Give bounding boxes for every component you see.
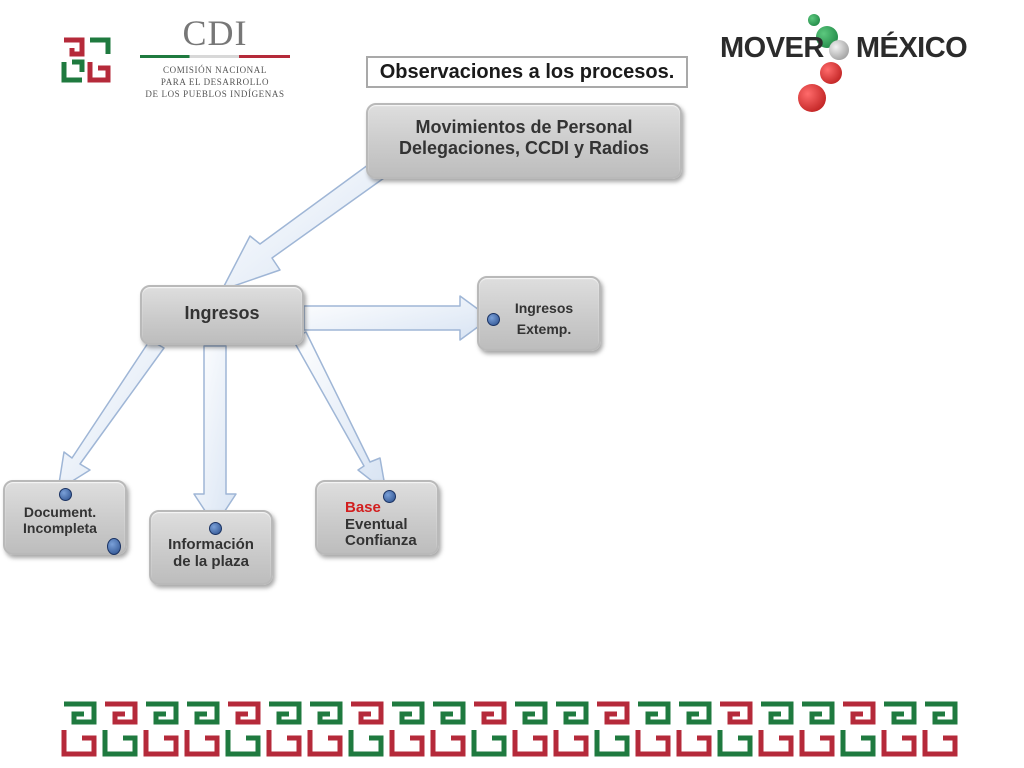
greca-motif (61, 701, 97, 757)
connector-dot (209, 522, 222, 535)
document-line-1: Document. (23, 504, 97, 520)
node-document-incompleta: Document. Incompleta (3, 480, 127, 555)
connector-dot (59, 488, 72, 501)
greca-motif (758, 701, 794, 757)
arrow-movimientos-to-ingresos (221, 161, 385, 291)
greca-motif (348, 701, 384, 757)
cdi-line-2: PARA EL DESARROLLO (160, 77, 270, 87)
cdi-line-3: DE LOS PUEBLOS INDÍGENAS (145, 89, 285, 99)
arrow-ingresos-to-info (193, 345, 237, 527)
node-base-eventual-confianza: Base Eventual Confianza (315, 480, 439, 555)
node-movimientos-de-personal: Movimientos de Personal Delegaciones, CC… (366, 103, 682, 179)
arrow-ingresos-to-base (291, 331, 387, 493)
connector-dot (487, 313, 500, 326)
extemp-line-1: Ingresos (514, 300, 574, 316)
greca-motif (553, 701, 589, 757)
greca-border-decoration (61, 701, 958, 757)
cdi-tricolor-rule (140, 55, 290, 58)
cdi-wordmark: CDI COMISIÓN NACIONAL PARA EL DESARROLLO… (140, 14, 290, 100)
base-line-1: Base (345, 499, 381, 516)
mover-mexico-logo: MOVER MÉXICO (716, 12, 986, 122)
greca-motif (430, 701, 466, 757)
arrow-ingresos-to-extemp (303, 295, 491, 341)
mover-word: MOVER (720, 32, 824, 64)
greca-motif (840, 701, 876, 757)
info-line-1: Información (168, 536, 254, 553)
connector-dot (383, 490, 396, 503)
connector-dot (107, 538, 121, 555)
greca-motif (881, 701, 917, 757)
greca-motif (266, 701, 302, 757)
greca-motif (471, 701, 507, 757)
cdi-abbreviation: CDI (182, 13, 248, 53)
ingresos-label: Ingresos (184, 303, 260, 323)
greca-motif (389, 701, 425, 757)
movimientos-line-1: Movimientos de Personal (415, 117, 633, 137)
greca-motif (717, 701, 753, 757)
greca-motif (922, 701, 958, 757)
node-ingresos-extemp: Ingresos Extemp. (477, 276, 601, 351)
logo-ball-gray (829, 40, 849, 60)
node-informacion-de-la-plaza: Información de la plaza (149, 510, 273, 585)
logo-ball-green-small (808, 14, 820, 26)
info-line-2: de la plaza (173, 553, 249, 571)
greca-motif (676, 701, 712, 757)
arrow-ingresos-to-document (57, 339, 165, 491)
greca-motif (184, 701, 220, 757)
greca-motif (102, 701, 138, 757)
page-title: Observaciones a los procesos. (366, 56, 688, 88)
logo-ball-red-large (798, 84, 826, 112)
greca-motif (799, 701, 835, 757)
cdi-line-1: COMISIÓN NACIONAL (163, 65, 267, 75)
node-ingresos: Ingresos (140, 285, 304, 345)
greca-motif (635, 701, 671, 757)
mexico-word: MÉXICO (855, 32, 968, 64)
base-line-2: Eventual (345, 515, 408, 533)
logo-ball-red (820, 62, 842, 84)
movimientos-line-2: Delegaciones, CCDI y Radios (398, 137, 650, 158)
greca-motif (225, 701, 261, 757)
extemp-line-2: Extemp. (516, 321, 572, 337)
greca-motif (594, 701, 630, 757)
base-line-3: Confianza (345, 532, 417, 549)
greca-motif (307, 701, 343, 757)
cdi-glyph-icon (61, 37, 111, 83)
greca-motif (512, 701, 548, 757)
document-line-2: Incompleta (23, 520, 97, 537)
greca-motif (143, 701, 179, 757)
cdi-logo: CDI COMISIÓN NACIONAL PARA EL DESARROLLO… (58, 14, 290, 104)
mover-mexico-wordmark: MOVER MÉXICO (720, 32, 968, 65)
